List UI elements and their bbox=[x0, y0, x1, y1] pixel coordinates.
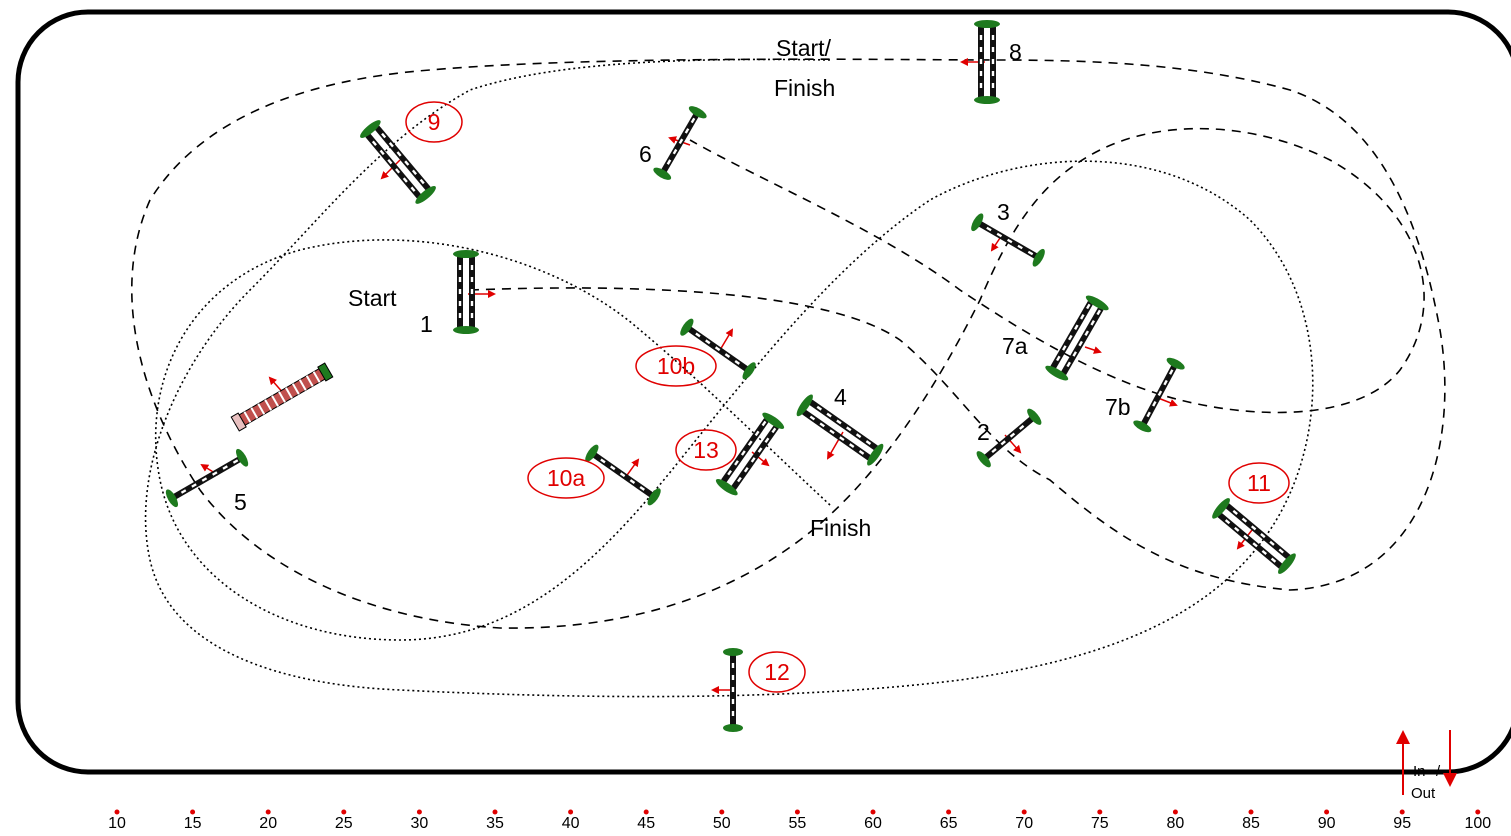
scale-tick-label: 60 bbox=[864, 815, 882, 832]
finish-label: Finish bbox=[810, 515, 871, 541]
scale-tick-label: 100 bbox=[1464, 815, 1491, 832]
jump-12-vertical-jump-icon bbox=[723, 648, 743, 732]
jump-number-1: 1 bbox=[420, 311, 433, 337]
jump-8-oxer-jump-icon bbox=[974, 20, 1000, 104]
route-dashed bbox=[131, 58, 1446, 629]
gate-slash-label: / bbox=[1436, 763, 1441, 780]
scale-tick-label: 55 bbox=[789, 815, 807, 832]
scale-tick-mark bbox=[568, 809, 574, 815]
jump-1-oxer-jump-icon bbox=[453, 250, 479, 334]
scale-tick-label: 50 bbox=[713, 815, 731, 832]
jump-7b-vertical-jump-icon bbox=[1133, 357, 1185, 433]
jump-number-12-badge: 12 bbox=[748, 651, 806, 693]
jump-10b-vertical-jump-icon bbox=[680, 318, 756, 380]
scale-tick-mark bbox=[1097, 809, 1103, 815]
scale-tick-label: 95 bbox=[1393, 815, 1411, 832]
jump-9-oxer-jump-icon bbox=[360, 120, 436, 204]
jump-number-7a: 7a bbox=[1002, 333, 1028, 359]
gate-out-label: Out bbox=[1411, 785, 1436, 802]
scale-tick-mark bbox=[946, 809, 952, 815]
svg-text:10b: 10b bbox=[657, 353, 695, 379]
svg-text:13: 13 bbox=[693, 437, 719, 463]
scale-tick-label: 85 bbox=[1242, 815, 1260, 832]
svg-text:11: 11 bbox=[1247, 470, 1271, 496]
jump-number-3: 3 bbox=[997, 199, 1010, 225]
jump-2-vertical-jump-icon bbox=[976, 408, 1042, 468]
route-direction-arrows bbox=[200, 58, 1253, 694]
scale-tick-mark bbox=[1248, 809, 1254, 815]
scale-tick-label: 25 bbox=[335, 815, 353, 832]
scale-tick-mark bbox=[190, 809, 196, 815]
jump-11-oxer-jump-icon bbox=[1212, 498, 1296, 574]
scale-tick-label: 20 bbox=[259, 815, 277, 832]
jump-number-6: 6 bbox=[639, 141, 652, 167]
jump-13-oxer-jump-icon bbox=[715, 412, 785, 496]
scale-tick-label: 90 bbox=[1318, 815, 1336, 832]
in-out-gate: In / Out bbox=[1396, 730, 1457, 802]
scale-tick-mark bbox=[416, 809, 422, 815]
start-finish-label-line2: Finish bbox=[774, 75, 835, 101]
scale-tick-mark bbox=[1021, 809, 1027, 815]
jump-6-vertical-jump-icon bbox=[653, 106, 707, 180]
scale-tick-label: 10 bbox=[108, 815, 126, 832]
jump-number-8: 8 bbox=[1009, 39, 1022, 65]
jump-5-vertical-jump-icon bbox=[165, 448, 249, 508]
scale-tick-label: 30 bbox=[411, 815, 429, 832]
water-jump-icon bbox=[230, 362, 334, 432]
jump-7a-oxer-jump-icon bbox=[1045, 295, 1109, 381]
scale-tick-mark bbox=[1475, 809, 1481, 815]
scale-tick-mark bbox=[114, 809, 120, 815]
scale-tick-label: 70 bbox=[1015, 815, 1033, 832]
scale-tick-label: 45 bbox=[637, 815, 655, 832]
scale-tick-mark bbox=[1324, 809, 1330, 815]
svg-text:10a: 10a bbox=[547, 465, 586, 491]
gate-in-label: In bbox=[1413, 763, 1426, 780]
scale-tick-label: 80 bbox=[1167, 815, 1185, 832]
start-finish-label-line1: Start/ bbox=[776, 35, 832, 61]
scale-tick-mark bbox=[265, 809, 271, 815]
jump-4-oxer-jump-icon bbox=[796, 394, 884, 466]
scale-tick-mark bbox=[643, 809, 649, 815]
arena-border bbox=[15, 9, 1511, 775]
jump-10a-vertical-jump-icon bbox=[585, 444, 661, 506]
jump-number-10b-badge: 10b bbox=[635, 345, 717, 387]
jump-number-13-badge: 13 bbox=[675, 429, 737, 471]
jump-number-2: 2 bbox=[977, 419, 990, 445]
scale-tick-mark bbox=[1172, 809, 1178, 815]
scale-tick-mark bbox=[492, 809, 498, 815]
jump-number-7b: 7b bbox=[1105, 394, 1131, 420]
start-label: Start bbox=[348, 285, 397, 311]
scale-tick-label: 35 bbox=[486, 815, 504, 832]
scale-tick-mark bbox=[341, 809, 347, 815]
jump-number-4: 4 bbox=[834, 384, 847, 410]
svg-text:9: 9 bbox=[428, 109, 441, 135]
scale-tick-label: 40 bbox=[562, 815, 580, 832]
jump-number-5: 5 bbox=[234, 489, 247, 515]
scale-tick-label: 15 bbox=[184, 815, 202, 832]
jump-3-vertical-jump-icon bbox=[971, 213, 1045, 267]
jump-number-9-badge: 9 bbox=[405, 101, 463, 143]
scale-tick-mark bbox=[794, 809, 800, 815]
scale-tick-label: 65 bbox=[940, 815, 958, 832]
svg-text:12: 12 bbox=[764, 659, 790, 685]
scale-tick-label: 75 bbox=[1091, 815, 1109, 832]
scale-bar: 10 15 20 25 30 35 40 45 50 55 60 65 70 75 80 85 90 95 100 bbox=[108, 809, 1491, 832]
obstacles-layer bbox=[165, 20, 1296, 732]
jump-number-10a-badge: 10a bbox=[527, 457, 605, 499]
jump-number-11-badge: 11 bbox=[1228, 462, 1290, 504]
route-dotted bbox=[144, 58, 1314, 698]
scale-tick-mark bbox=[719, 809, 725, 815]
scale-tick-mark bbox=[1399, 809, 1405, 815]
scale-tick-mark bbox=[870, 809, 876, 815]
